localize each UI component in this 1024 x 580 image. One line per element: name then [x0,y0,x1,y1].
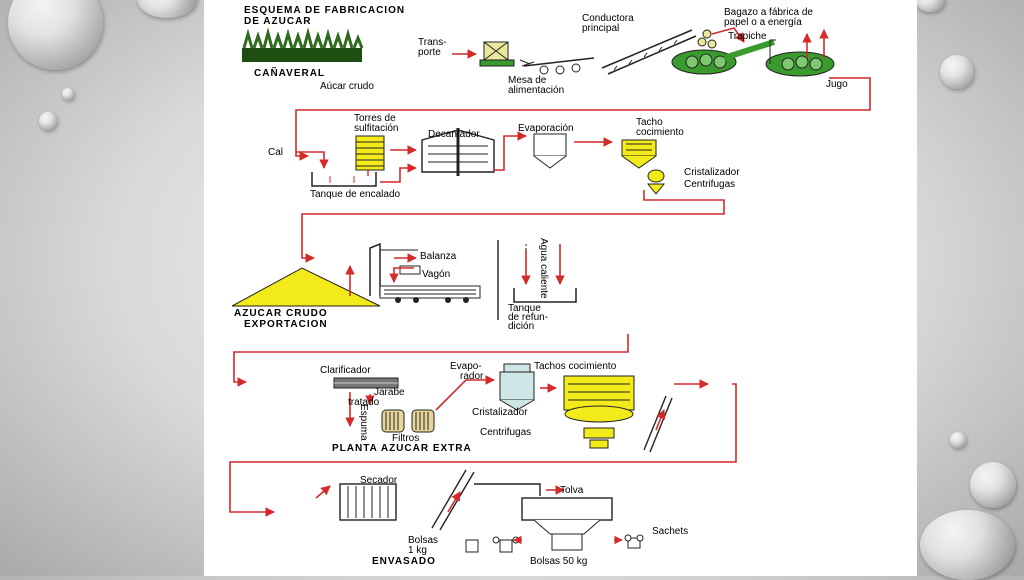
centrifuge-icon [646,183,666,195]
bag-1kg-icon [465,536,520,553]
label-tanque-refundicion-3: dición [508,321,535,332]
label-balanza: Balanza [420,251,457,262]
label-conductora-1: Conductora [582,13,634,24]
water-drop-decoration [940,55,974,89]
label-conductora-2: principal [582,23,620,34]
label-tacho-1: Tacho [636,117,663,128]
diagram-drawing [229,27,871,553]
label-centrifugas: Centrifugas [684,179,736,190]
label-transporte-1: Trans- [418,37,447,48]
water-drop-decoration [970,462,1016,508]
water-drop-decoration [62,88,74,100]
evaporator-icon [533,133,567,169]
label-evaporador-1: Evapo- [450,361,482,372]
extra-evaporator-icon [499,363,535,411]
water-drop-decoration [915,0,945,12]
extra-cooking-pans-icon [563,375,635,423]
label-envasado: ENVASADO [372,556,436,567]
label-bolsas-1kg-2: 1 kg [408,545,427,556]
scale-and-wagon-icon [369,242,481,303]
label-jarabe-2: tratado [348,397,380,408]
label-evaporacion: Evaporación [518,123,574,134]
label-transporte-2: porte [418,47,441,58]
label-centrifugas-extra: Centrifugas [480,427,532,438]
label-exportacion-2: EXPORTACION [244,319,328,330]
clarifier-icon [333,377,399,389]
label-cal: Cal [268,147,284,158]
sulfitation-tower-icon [355,135,385,171]
label-azucar-crudo: Aúcar crudo [320,81,374,92]
hopper-icon [521,497,613,551]
label-clarificador: Clarificador [320,365,371,376]
water-drop-decoration [137,0,197,18]
label-jugo: Jugo [826,79,848,90]
label-canaveral: CAÑAVERAL [254,68,326,79]
decanter-icon [421,128,495,176]
label-mesa-1: Mesa de [508,75,547,86]
trapiche-mill-icon [671,39,835,77]
label-planta-extra: PLANTA AZUCAR EXTRA [332,443,472,454]
label-bolsas-1kg-1: Bolsas [408,535,439,546]
liming-tank-icon [311,172,377,187]
water-drop-decoration [8,0,103,70]
water-drop-decoration [920,510,1015,580]
label-cristalizador: Cristalizador [684,167,740,178]
crystallizer-icon [647,169,665,183]
water-drop-decoration [950,432,966,448]
cooking-pan-icon [621,139,657,169]
sachet-machine-icon [624,534,644,549]
remelt-tank-icon [513,288,577,303]
label-tachos-cocimiento: Tachos cocimiento [534,361,617,372]
label-bagazo-1: Bagazo a fábrica de [724,7,813,18]
label-filtros: Filtros [392,433,420,444]
label-tanque-refundicion-1: Tanque [508,303,541,314]
label-espuma: Espuma [358,404,369,441]
sugar-process-diagram: ESQUEMA DE FABRICACION DE AZUCAR CAÑAVER… [204,0,917,576]
label-evaporador-2: rador [460,371,484,382]
canaveral-field [242,27,364,62]
label-trapiche: Trapiche [728,31,767,42]
label-sachets: Sachets [652,526,689,537]
label-tanque-encalado: Tanque de encalado [310,189,401,200]
label-exportacion-1: AZUCAR CRUDO [234,308,328,319]
label-tanque-refundicion-2: de refun- [508,312,549,323]
diagram-title-line1: ESQUEMA DE FABRICACION [244,5,406,16]
water-drop-decoration [39,112,57,130]
label-tacho-2: cocimiento [636,127,684,138]
label-torres-1: Torres de [354,113,396,124]
dryer-icon [339,483,397,521]
label-bolsas-50kg: Bolsas 50 kg [530,556,588,567]
label-vagon: Vagón [422,269,451,280]
raw-sugar-pile [231,267,381,307]
label-decantador: Decantador [428,129,480,140]
label-torres-2: sulfitación [354,123,399,134]
label-cristalizador-extra: Cristalizador [472,407,528,418]
label-secador: Secador [360,475,398,486]
label-mesa-2: alimentación [508,85,565,96]
label-agua-caliente: Agua caliente [538,238,549,299]
filters-icon [381,409,435,433]
transport-truck-icon [479,41,515,67]
diagram-title-line2: DE AZUCAR [244,16,312,27]
label-bagazo-2: papel o a energía [724,17,802,28]
feed-table-icon [519,57,595,75]
extra-centrifuge-icon [583,427,615,449]
label-tolva: Tolva [560,485,584,496]
main-conveyor-icon [601,29,717,75]
label-jarabe-1: Jarabe [374,387,405,398]
